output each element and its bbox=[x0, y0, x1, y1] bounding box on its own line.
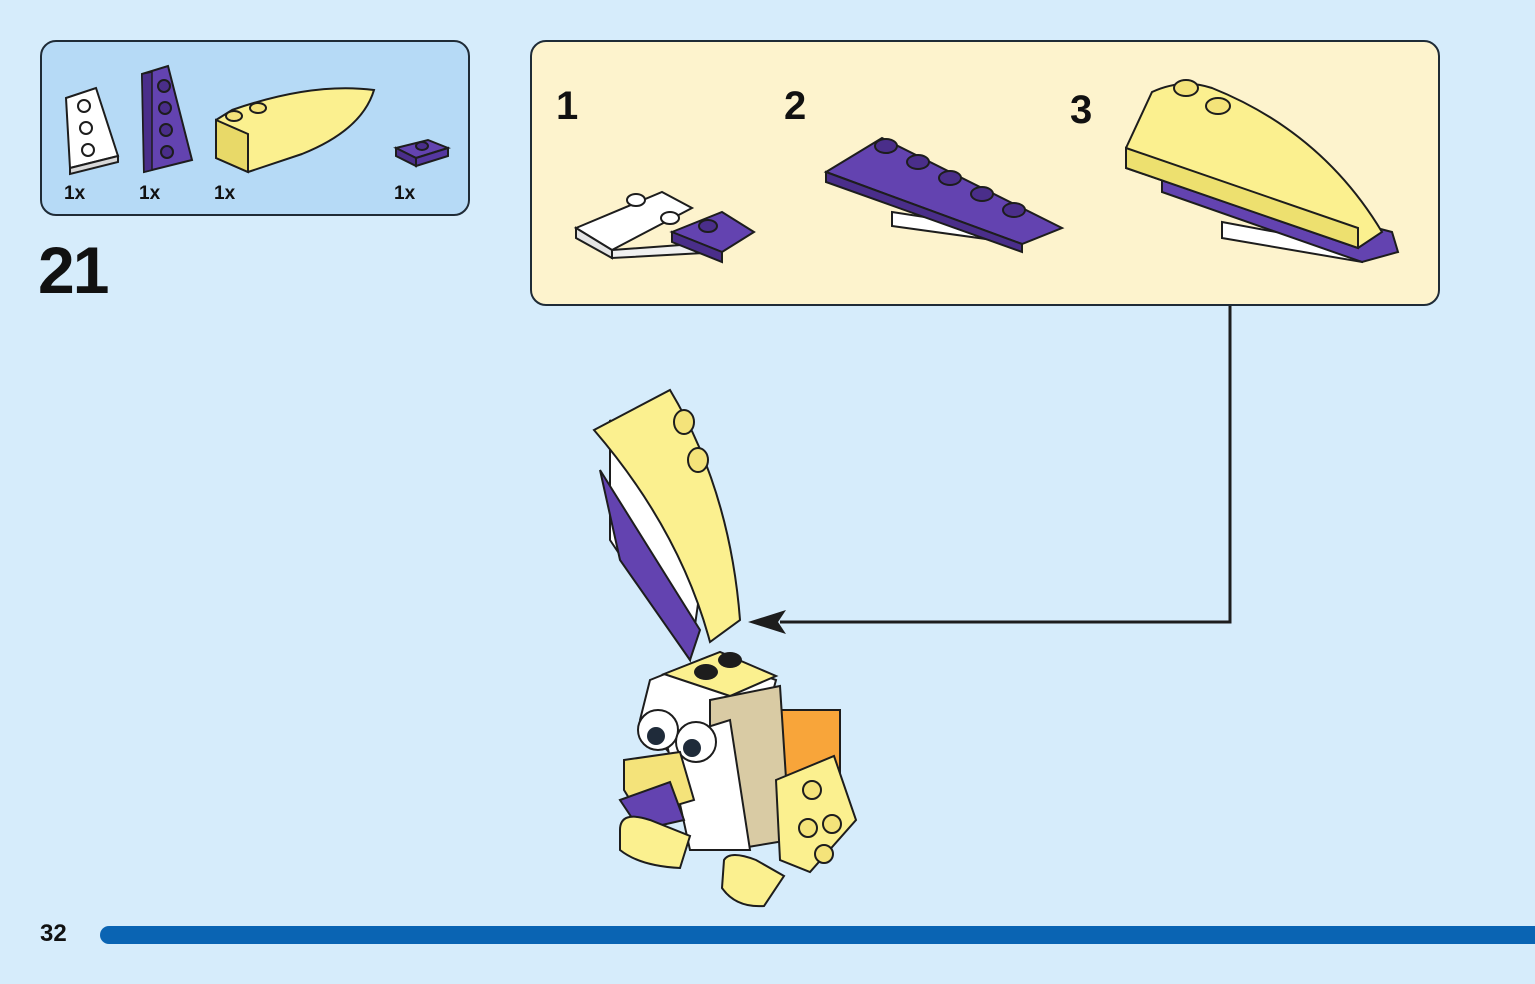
part-qty-2: 1x bbox=[139, 183, 161, 204]
step-number: 21 bbox=[38, 233, 109, 307]
purple-wedge-plate-icon bbox=[140, 64, 194, 174]
sub-step-3-label: 3 bbox=[1070, 88, 1093, 132]
sub-step-3-illustration bbox=[1125, 79, 1400, 264]
part-qty-3: 1x bbox=[214, 183, 236, 204]
part-qty-4: 1x bbox=[394, 183, 416, 204]
parts-list-callout: 1x 1x 1x 1x bbox=[40, 40, 470, 216]
assembled-model-illustration bbox=[592, 388, 858, 908]
white-wedge-plate-icon bbox=[64, 86, 120, 176]
page-progress-bar bbox=[100, 926, 1535, 944]
part-qty-1: 1x bbox=[64, 183, 86, 204]
sub-assembly-callout: 1 2 3 bbox=[530, 40, 1440, 306]
purple-clip-plate-icon bbox=[393, 138, 451, 168]
sub-step-2-illustration bbox=[823, 136, 1065, 254]
sub-step-2-label: 2 bbox=[784, 84, 807, 128]
sub-step-1-label: 1 bbox=[556, 84, 579, 128]
sub-step-1-illustration bbox=[573, 190, 756, 264]
yellow-curved-slope-icon bbox=[215, 87, 376, 174]
page-number: 32 bbox=[40, 920, 67, 947]
